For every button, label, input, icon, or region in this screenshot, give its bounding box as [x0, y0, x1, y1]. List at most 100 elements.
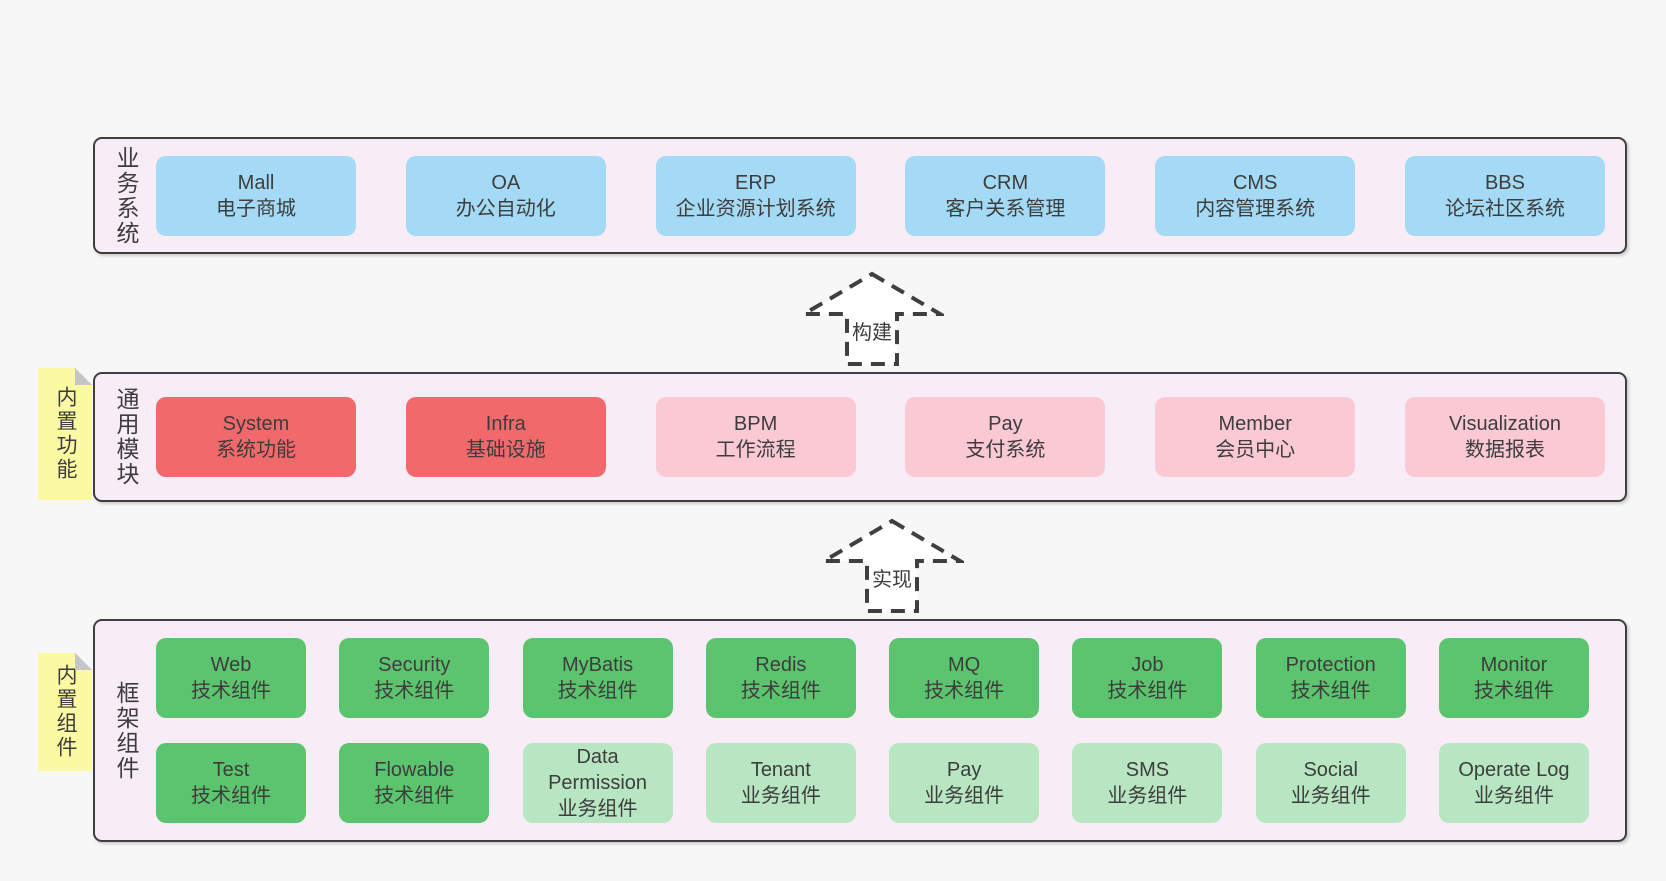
box-title: System [222, 413, 290, 435]
box-operate-log: Operate Log 业务组件 [1438, 743, 1589, 823]
box-subtitle: 技术组件 [924, 680, 1005, 702]
box-title: Tenant [750, 759, 811, 781]
sticky-note-built-in-functions: 内置功能 [38, 368, 92, 500]
module-row: Mall 电子商城 OA 办公自动化 ERP 企业资源计划系统 CRM 客户关系管理 CMS 内容… [156, 155, 1605, 236]
box-subtitle: 业务组件 [740, 785, 821, 807]
box-title: CMS [1232, 171, 1278, 194]
box-protection: Protection 技术组件 [1255, 638, 1406, 718]
box-subtitle: 技术组件 [557, 680, 638, 702]
band-rows: Mall 电子商城 OA 办公自动化 ERP 企业资源计划系统 CRM 客户关系管理 CMS 内容… [156, 139, 1605, 252]
box-subtitle: 办公自动化 [455, 197, 556, 220]
box-subtitle: 技术组件 [1290, 680, 1371, 702]
box-subtitle: 企业资源计划系统 [675, 197, 836, 220]
box-subtitle: 业务组件 [1473, 785, 1554, 807]
box-subtitle: 支付系统 [965, 439, 1046, 461]
box-crm: CRM 客户关系管理 [905, 155, 1106, 236]
box-subtitle: 基础设施 [465, 439, 546, 461]
box-subtitle: 工作流程 [715, 439, 796, 461]
box-erp: ERP 企业资源计划系统 [655, 155, 856, 236]
box-title: Data Permission [548, 746, 648, 794]
up-arrow-build: 构建 [800, 270, 944, 368]
box-title: Test [212, 759, 250, 781]
box-title: Member [1218, 413, 1292, 435]
box-title: CRM [982, 171, 1029, 194]
box-subtitle: 技术组件 [740, 680, 821, 702]
box-pay: Pay 业务组件 [889, 743, 1040, 823]
box-title: Pay [946, 759, 982, 781]
box-subtitle: 电子商城 [216, 197, 296, 220]
box-title: Monitor [1480, 654, 1548, 676]
box-subtitle: 技术组件 [1473, 680, 1554, 702]
box-subtitle: 业务组件 [924, 785, 1005, 807]
box-pay: Pay 支付系统 [905, 397, 1106, 477]
box-visualization: Visualization 数据报表 [1404, 397, 1605, 477]
box-subtitle: 数据报表 [1464, 439, 1545, 461]
box-title: ERP [735, 171, 777, 194]
box-title: Redis [755, 654, 807, 676]
box-subtitle: 论坛社区系统 [1444, 197, 1565, 220]
box-infra: Infra 基础设施 [405, 397, 606, 477]
band-label: 框架组件 [113, 680, 139, 781]
band-label: 业务系统 [113, 145, 139, 246]
box-subtitle: 业务组件 [557, 798, 638, 820]
box-system: System 系统功能 [156, 397, 356, 477]
box-title: Security [378, 654, 451, 676]
box-title: MyBatis [562, 654, 634, 676]
box-monitor: Monitor 技术组件 [1438, 638, 1589, 718]
box-title: BPM [733, 413, 778, 435]
box-subtitle: 技术组件 [191, 680, 271, 702]
box-bpm: BPM 工作流程 [655, 397, 856, 477]
box-mq: MQ 技术组件 [889, 638, 1040, 718]
box-title: Infra [485, 413, 526, 435]
box-subtitle: 技术组件 [1107, 680, 1188, 702]
box-title: Job [1131, 654, 1164, 676]
box-subtitle: 内容管理系统 [1195, 197, 1316, 220]
box-mybatis: MyBatis 技术组件 [522, 638, 673, 718]
box-title: Social [1303, 759, 1358, 781]
box-title: Protection [1285, 654, 1376, 676]
box-title: Operate Log [1458, 759, 1570, 781]
band-business-systems: 业务系统 Mall 电子商城 OA 办公自动化 ERP 企业资源计划系统 CRM 客户关系管理… [93, 137, 1627, 254]
box-title: Pay [988, 413, 1023, 435]
box-title: Web [210, 654, 252, 676]
arrow-label: 实现 [872, 569, 912, 591]
box-subtitle: 客户关系管理 [945, 197, 1066, 220]
band-label: 通用模块 [113, 387, 139, 487]
sticky-note-built-in-components: 内置组件 [38, 653, 92, 771]
box-oa: OA 办公自动化 [405, 155, 606, 236]
box-subtitle: 业务组件 [1290, 785, 1371, 807]
box-subtitle: 业务组件 [1107, 785, 1188, 807]
up-arrow-icon [800, 271, 944, 366]
up-arrow-icon [820, 518, 964, 613]
box-social: Social 业务组件 [1255, 743, 1406, 823]
box-title: MQ [948, 654, 981, 676]
box-flowable: Flowable 技术组件 [339, 743, 490, 823]
box-subtitle: 系统功能 [216, 439, 296, 461]
up-arrow-implement: 实现 [820, 517, 964, 615]
box-title: SMS [1125, 759, 1170, 781]
box-redis: Redis 技术组件 [705, 638, 856, 718]
band-common-modules: 通用模块 System 系统功能 Infra 基础设施 BPM 工作流程 Pay 支付系统 Me… [93, 372, 1627, 502]
box-subtitle: 技术组件 [374, 680, 455, 702]
box-cms: CMS 内容管理系统 [1155, 155, 1356, 236]
box-title: Mall [237, 171, 275, 194]
box-title: BBS [1484, 171, 1525, 194]
box-title: OA [491, 171, 521, 194]
box-tenant: Tenant 业务组件 [705, 743, 856, 823]
box-sms: SMS 业务组件 [1072, 743, 1223, 823]
box-title: Flowable [374, 759, 455, 781]
box-web: Web 技术组件 [156, 638, 306, 718]
box-mall: Mall 电子商城 [156, 155, 356, 236]
box-title: Visualization [1449, 413, 1561, 435]
box-job: Job 技术组件 [1072, 638, 1223, 718]
box-data-permission: Data Permission 业务组件 [522, 743, 673, 823]
box-subtitle: 技术组件 [374, 785, 455, 807]
